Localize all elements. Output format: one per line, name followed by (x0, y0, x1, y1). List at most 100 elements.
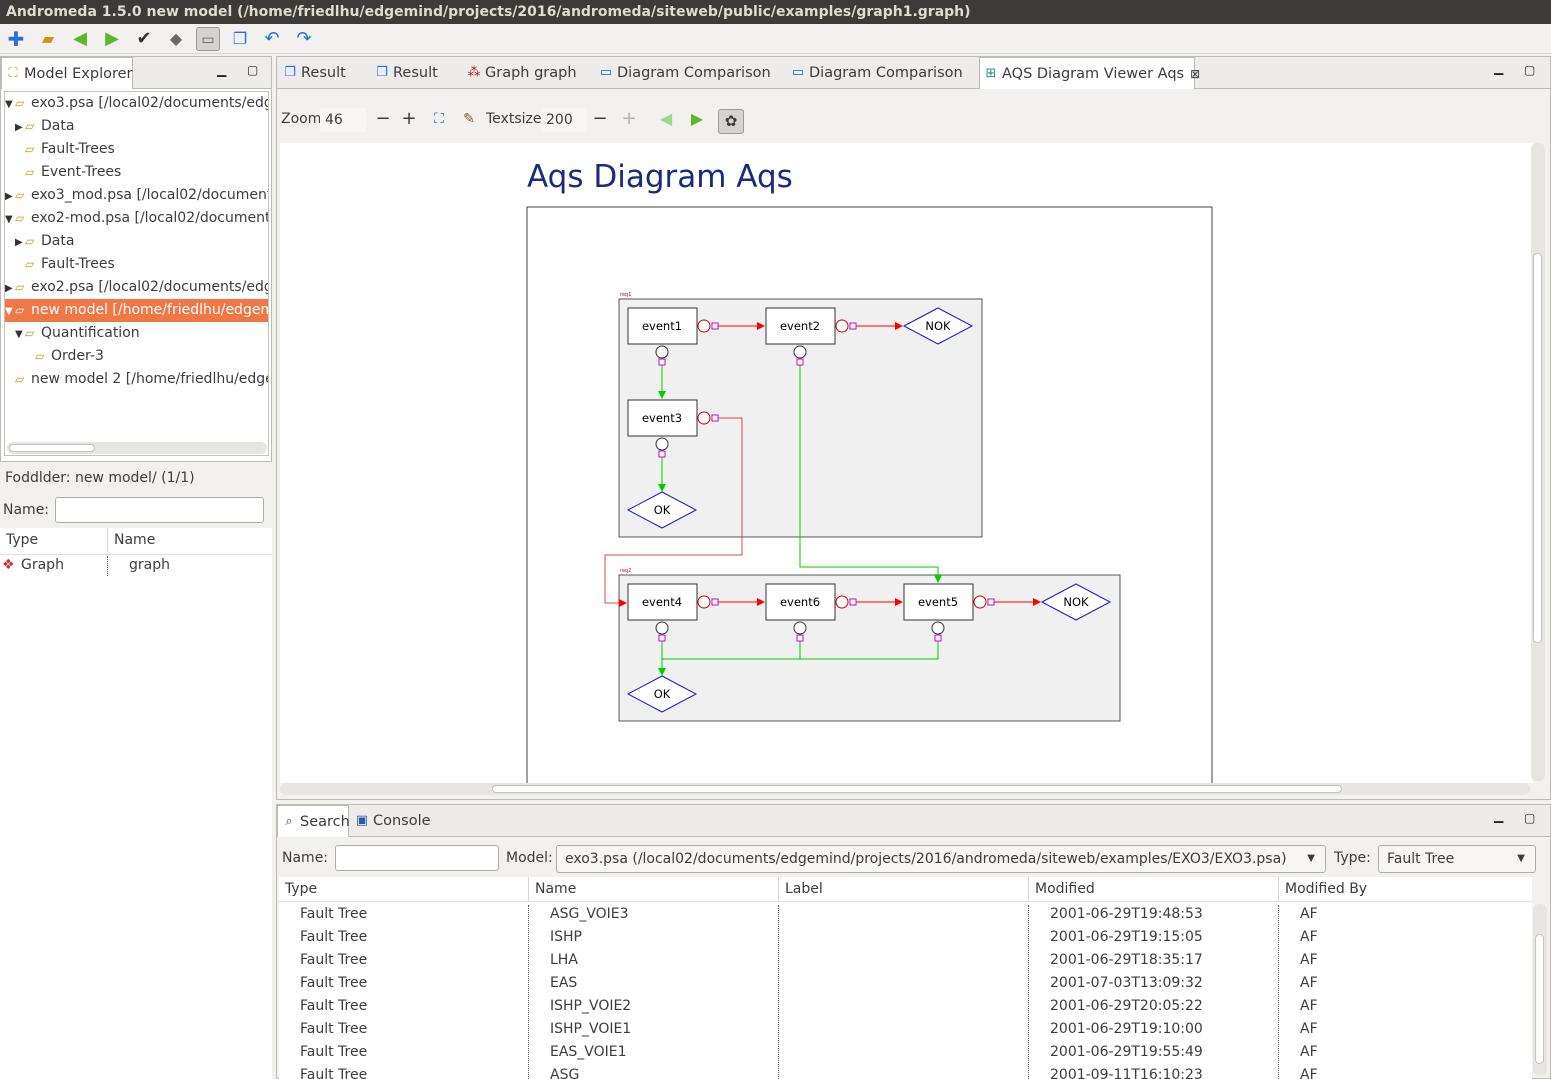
tab-model-explorer[interactable]: ⛶ Model Explorer (1, 57, 133, 89)
textsize-increase-icon[interactable]: + (621, 108, 637, 129)
results-v-scrollbar[interactable] (1533, 904, 1547, 1076)
tree-item[interactable]: ▱new model 2 [/home/friedlhu/edgem (5, 368, 268, 391)
tree-item[interactable]: ▱Fault-Trees (5, 138, 268, 161)
minimize-icon[interactable]: ▁ (1494, 61, 1504, 75)
tree-item-selected[interactable]: ▼▱new model [/home/friedlhu/edgemind (5, 299, 268, 322)
scroll-thumb[interactable] (9, 444, 95, 452)
tree-item[interactable]: ▱Event-Trees (5, 161, 268, 184)
scroll-thumb[interactable] (1533, 253, 1542, 643)
tab-search[interactable]: ⌕Search (277, 805, 350, 837)
search-name-input[interactable] (335, 845, 499, 871)
collapse-icon[interactable]: ▼ (15, 329, 23, 340)
tab-aqs-diagram-viewer[interactable]: ⊞AQS Diagram Viewer Aqs⊠ (979, 57, 1200, 89)
expand-icon[interactable]: ▶ (5, 191, 13, 202)
type-select[interactable]: Fault Tree ▼ (1378, 845, 1536, 873)
node-nok-1[interactable]: NOK (902, 307, 974, 345)
tree-item[interactable]: ▼▱exo3.psa [/local02/documents/edgemind (5, 92, 268, 115)
node-nok-2[interactable]: NOK (1040, 583, 1112, 621)
tree-item[interactable]: ▶▱exo2.psa [/local02/documents/edgem (5, 276, 268, 299)
column-header-name[interactable]: Name (114, 532, 156, 548)
diagram-h-scrollbar[interactable] (280, 783, 1530, 795)
diagram-v-scrollbar[interactable] (1531, 143, 1545, 781)
tab-result[interactable]: ❐Result (371, 57, 461, 89)
column-header-name[interactable]: Name (535, 881, 577, 897)
node-ok-1[interactable]: OK (626, 491, 698, 529)
scroll-thumb[interactable] (492, 785, 1342, 793)
textsize-value-field[interactable]: 200 (541, 108, 587, 132)
column-header-type[interactable]: Type (285, 881, 318, 897)
model-select[interactable]: exo3.psa (/local02/documents/edgemind/pr… (556, 845, 1326, 873)
previous-icon[interactable]: ◀ (659, 109, 673, 128)
node-event6[interactable]: event6 (765, 583, 836, 621)
new-folder-icon[interactable]: ▰ (41, 29, 55, 48)
tab-graph-graph[interactable]: ⁂Graph graph (463, 57, 593, 89)
undo-icon[interactable]: ↶ (264, 28, 280, 49)
explorer-h-scrollbar[interactable] (7, 442, 267, 454)
tree-item[interactable]: ▼▱Quantification (5, 322, 268, 345)
maximize-icon[interactable]: ▢ (1524, 811, 1536, 825)
dropdown-arrow-icon[interactable]: ▼ (1307, 853, 1315, 864)
next-icon[interactable]: ▶ (690, 109, 704, 128)
collapse-icon[interactable]: ▼ (5, 306, 13, 317)
tab-result[interactable]: ❐Result (279, 57, 369, 89)
tree-item[interactable]: ▱Order-3 (5, 345, 268, 368)
tree-item[interactable]: ▱Fault-Trees (5, 253, 268, 276)
table-row[interactable]: ❖ Graph graph (0, 554, 272, 577)
column-header-label[interactable]: Label (785, 881, 823, 897)
column-header-type[interactable]: Type (6, 532, 39, 548)
refresh-icon[interactable]: ✿ (718, 109, 744, 134)
folder-icon: ▱ (25, 165, 35, 179)
node-event3[interactable]: event3 (627, 399, 698, 437)
port-out (697, 595, 711, 609)
build-icon[interactable]: ◆ (169, 29, 183, 48)
tree-item[interactable]: ▶▱exo3_mod.psa [/local02/documents/ (5, 184, 268, 207)
close-tab-icon[interactable]: ⊠ (1190, 67, 1201, 81)
node-event2[interactable]: event2 (765, 307, 836, 345)
tree-item[interactable]: ▶▱Data (5, 115, 268, 138)
back-arrow-icon[interactable]: ◀ (73, 28, 87, 49)
minimize-icon[interactable]: ▁ (1494, 809, 1504, 823)
textsize-decrease-icon[interactable]: − (592, 108, 608, 129)
copy-icon[interactable]: ❐ (232, 29, 248, 48)
redo-icon[interactable]: ↷ (296, 28, 312, 49)
node-ok-2[interactable]: OK (626, 675, 698, 713)
tab-diagram-comparison[interactable]: ▭Diagram Comparison (787, 57, 977, 89)
zoom-value-field[interactable]: 46 (320, 108, 366, 132)
collapse-icon[interactable]: ▼ (5, 214, 13, 225)
column-header-modified-by[interactable]: Modified By (1285, 881, 1368, 897)
maximize-icon[interactable]: ▢ (247, 63, 259, 77)
tree-item[interactable]: ▶▱Data (5, 230, 268, 253)
dropdown-arrow-icon[interactable]: ▼ (1517, 853, 1525, 864)
check-icon[interactable]: ✔ (136, 28, 152, 49)
zoom-in-icon[interactable]: + (401, 108, 417, 129)
column-header-modified[interactable]: Modified (1035, 881, 1095, 897)
window-icon[interactable]: ▭ (196, 27, 220, 51)
fit-page-icon[interactable]: ⛶ (434, 111, 444, 127)
tab-console[interactable]: ▣Console (351, 805, 435, 837)
scroll-thumb[interactable] (1535, 934, 1544, 1064)
collapse-icon[interactable]: ▼ (5, 99, 13, 110)
expand-icon[interactable]: ▶ (5, 283, 13, 294)
minimize-icon[interactable]: ▁ (217, 63, 227, 77)
maximize-icon[interactable]: ▢ (1524, 63, 1536, 77)
zoom-out-icon[interactable]: − (375, 108, 391, 129)
add-icon[interactable]: ✚ (7, 27, 25, 51)
text-style-icon[interactable]: ✎ (463, 111, 475, 127)
node-event1[interactable]: event1 (627, 307, 698, 345)
tab-diagram-comparison[interactable]: ▭Diagram Comparison (595, 57, 785, 89)
tree-item[interactable]: ▼▱exo2-mod.psa [/local02/documents/ (5, 207, 268, 230)
forward-arrow-icon[interactable]: ▶ (105, 28, 119, 49)
expand-icon[interactable]: ▶ (15, 122, 23, 133)
name-filter-input[interactable] (55, 497, 264, 523)
node-event4[interactable]: event4 (627, 583, 698, 621)
node-event5[interactable]: event5 (903, 583, 974, 621)
expand-icon[interactable]: ▶ (15, 237, 23, 248)
